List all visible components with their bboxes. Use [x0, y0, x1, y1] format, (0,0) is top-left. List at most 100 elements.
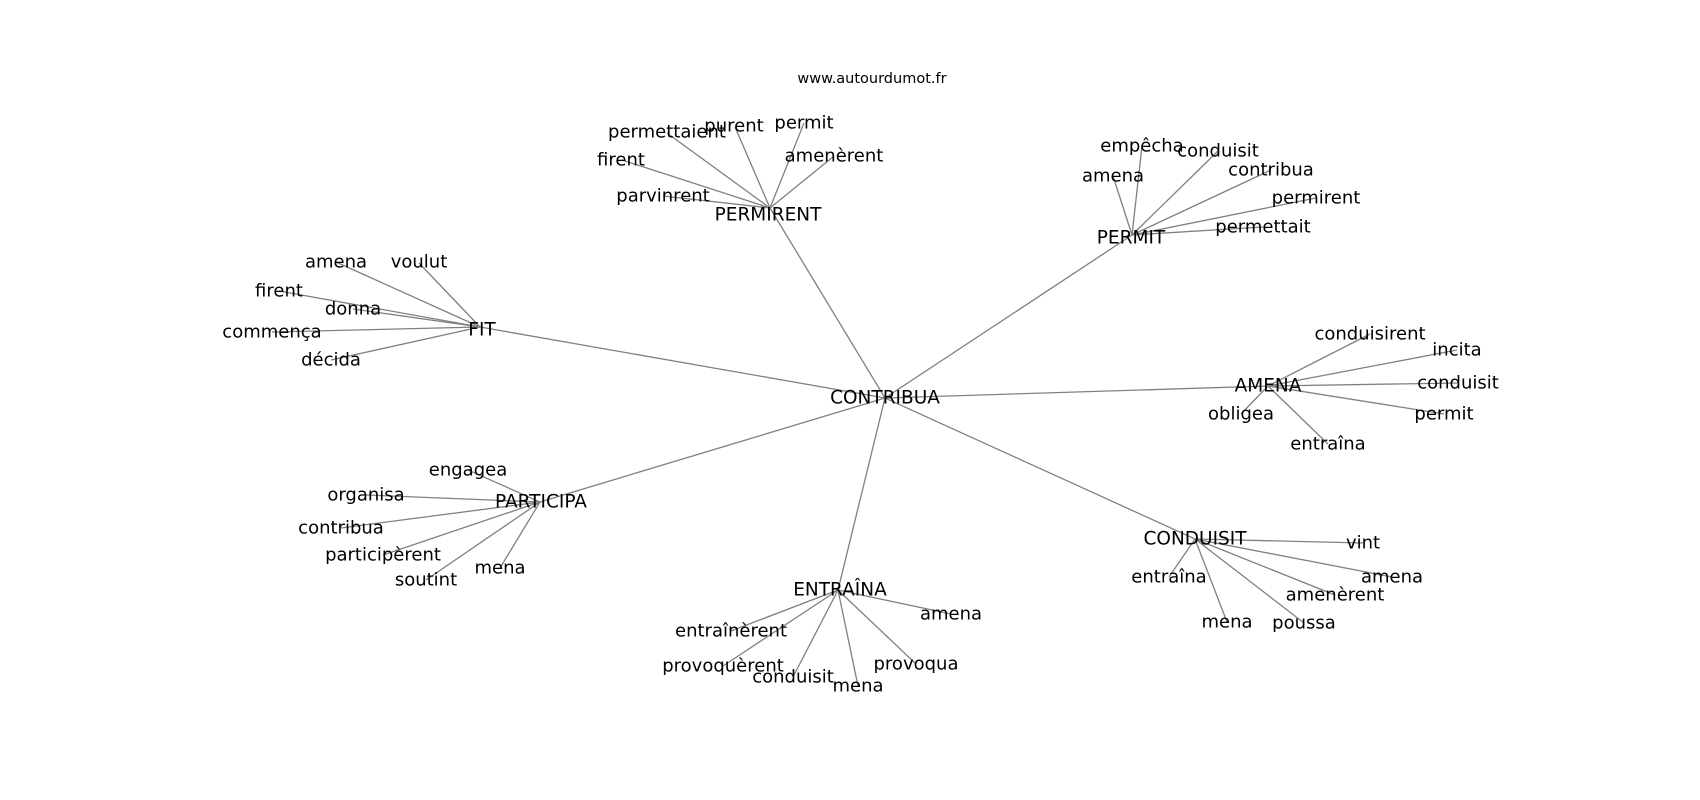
edge-hub-to-word — [499, 501, 541, 569]
word-node[interactable]: amena — [920, 604, 982, 625]
word-node[interactable]: entraînèrent — [675, 621, 787, 642]
edge-hub-to-word — [1112, 175, 1133, 236]
edge-hub-to-word — [1131, 226, 1264, 236]
root-node[interactable]: CONTRIBUA — [830, 388, 940, 409]
word-node[interactable]: parvinrent — [616, 186, 709, 207]
word-node[interactable]: mena — [832, 676, 883, 697]
edge-hub-to-word — [1168, 538, 1196, 578]
edge-root-to-hub — [837, 397, 886, 591]
word-node[interactable]: entraîna — [1290, 434, 1365, 455]
word-node[interactable]: poussa — [1272, 613, 1336, 634]
edge-hub-to-word — [1131, 197, 1317, 236]
edge-hub-to-word — [792, 589, 839, 678]
word-node[interactable]: empêcha — [1100, 136, 1183, 157]
word-node[interactable]: voulut — [391, 252, 448, 273]
edge-hub-to-word — [1131, 169, 1272, 236]
hub-node[interactable]: ENTRAÎNA — [793, 579, 887, 601]
word-node[interactable]: amenèrent — [785, 146, 884, 167]
hub-node[interactable]: CONDUISIT — [1143, 529, 1247, 550]
word-node[interactable]: amena — [1361, 567, 1423, 588]
word-node[interactable]: commença — [222, 322, 321, 343]
word-node[interactable]: permit — [774, 113, 833, 134]
word-node[interactable]: participèrent — [325, 545, 441, 566]
edge-hub-to-word — [335, 261, 481, 328]
word-node[interactable]: amena — [1082, 166, 1144, 187]
word-node[interactable]: conduisit — [1177, 141, 1259, 162]
word-node[interactable]: permettaient — [608, 122, 726, 143]
hub-node[interactable]: PARTICIPA — [495, 492, 587, 513]
edge-hub-to-word — [365, 494, 541, 503]
edge-root-to-hub — [479, 326, 886, 399]
edge-hub-to-word — [621, 159, 771, 209]
word-node[interactable]: contribua — [298, 518, 384, 539]
hub-node[interactable]: PERMIT — [1097, 228, 1166, 249]
word-node[interactable]: entraîna — [1131, 567, 1206, 588]
edge-hub-to-word — [340, 501, 541, 529]
edge-hub-to-word — [425, 501, 541, 581]
word-node[interactable]: permirent — [1272, 188, 1361, 209]
word-node[interactable]: mena — [1201, 612, 1252, 633]
edge-hub-to-word — [278, 290, 481, 328]
word-node[interactable]: amenèrent — [1286, 585, 1385, 606]
word-node[interactable]: permit — [1414, 404, 1473, 425]
edge-hub-to-word — [1131, 145, 1143, 236]
edge-hub-to-word — [1267, 349, 1458, 387]
word-node[interactable]: conduisit — [752, 667, 834, 688]
edge-hub-to-word — [1194, 538, 1393, 578]
word-node[interactable]: décida — [301, 350, 361, 371]
edge-hub-to-word — [467, 469, 541, 503]
edge-hub-to-word — [1194, 538, 1336, 596]
edge-root-to-hub — [884, 385, 1269, 399]
edge-hub-to-word — [722, 589, 839, 667]
hub-node[interactable]: PERMIRENT — [715, 205, 822, 226]
word-node[interactable]: soutint — [395, 570, 457, 591]
edge-root-to-hub — [884, 234, 1133, 399]
edge-hub-to-word — [730, 589, 839, 632]
site-caption: www.autourdumot.fr — [797, 71, 946, 87]
word-node[interactable]: conduisirent — [1314, 324, 1425, 345]
edge-hub-to-word — [1131, 150, 1219, 236]
word-node[interactable]: donna — [325, 299, 381, 320]
edge-hub-to-word — [1240, 385, 1269, 415]
word-node[interactable]: mena — [474, 558, 525, 579]
word-node[interactable]: incita — [1432, 340, 1481, 361]
word-node[interactable]: provoqua — [874, 654, 959, 675]
edge-root-to-hub — [769, 207, 886, 399]
word-node[interactable]: firent — [597, 150, 645, 171]
word-node[interactable]: conduisit — [1417, 373, 1499, 394]
word-node[interactable]: engagea — [429, 460, 507, 481]
edge-hub-to-word — [662, 195, 771, 209]
edge-root-to-hub — [884, 397, 1196, 540]
edge-hub-to-word — [1267, 382, 1459, 387]
edge-hub-to-word — [330, 326, 481, 361]
edge-hub-to-word — [1267, 385, 1445, 415]
edge-hub-to-word — [666, 132, 771, 209]
word-node[interactable]: firent — [255, 281, 303, 302]
word-node[interactable]: vint — [1346, 533, 1380, 554]
edge-hub-to-word — [1194, 538, 1228, 623]
edge-hub-to-word — [837, 589, 859, 687]
edge-hub-to-word — [1267, 333, 1371, 387]
edge-hub-to-word — [837, 589, 952, 615]
edge-hub-to-word — [352, 308, 481, 328]
edge-hub-to-word — [1267, 385, 1329, 445]
edge-hub-to-word — [1194, 538, 1305, 624]
edge-hub-to-word — [1194, 538, 1364, 544]
edge-hub-to-word — [382, 501, 541, 556]
word-node[interactable]: amena — [305, 252, 367, 273]
word-node[interactable]: purent — [704, 116, 763, 137]
word-node[interactable]: provoquèrent — [662, 656, 784, 677]
edge-hub-to-word — [418, 262, 481, 328]
word-node[interactable]: organisa — [327, 485, 404, 506]
edge-hub-to-word — [734, 126, 771, 209]
edges-layer — [271, 122, 1459, 687]
edge-hub-to-word — [837, 589, 917, 665]
hub-node[interactable]: AMENA — [1235, 376, 1302, 397]
word-node[interactable]: obligea — [1208, 404, 1274, 425]
hub-node[interactable]: FIT — [468, 320, 496, 341]
edge-hub-to-word — [769, 122, 805, 209]
word-node[interactable]: contribua — [1228, 160, 1314, 181]
word-node[interactable]: permettait — [1215, 217, 1310, 238]
